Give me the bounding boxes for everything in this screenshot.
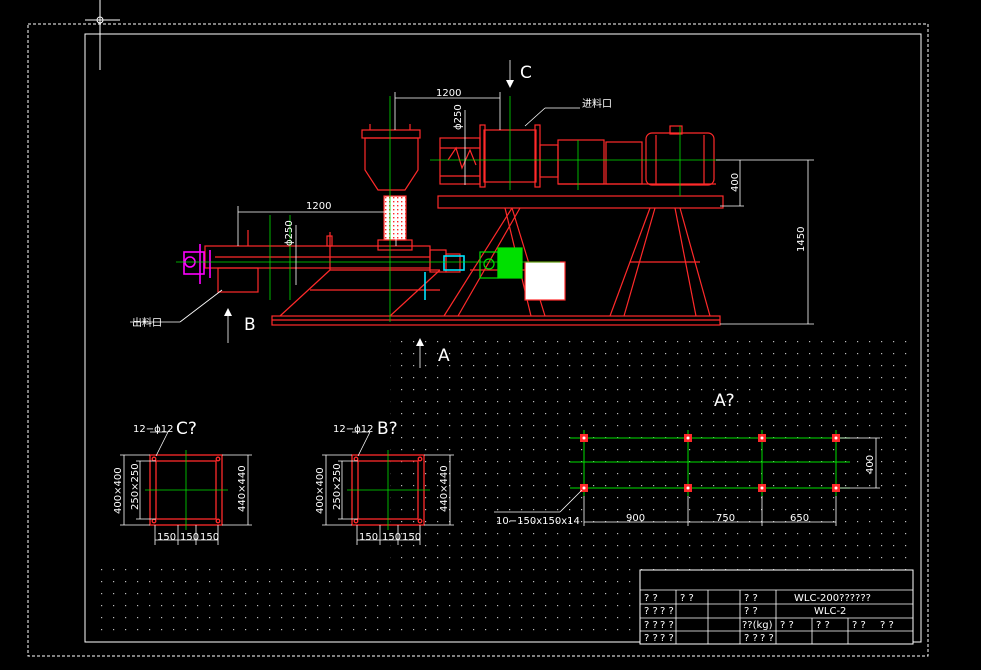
tb-r2-c: ? ? [744,606,758,617]
tb-drawing-no: WLC-2 [814,606,846,617]
tb-r4-a: ? ? [744,633,758,644]
dim-mid-dia: ϕ250 [284,220,295,246]
elevation-view: C B A 1200 ϕ250 1200 ϕ250 400 1450 进料口 出… [130,60,814,368]
arrow-heads [224,80,514,346]
view-b-b2: 150 [382,532,401,543]
view-b-inner: 250×250 [332,463,343,510]
tb-r3-a: ? ? [644,620,658,631]
view-c-title: C? [176,419,197,439]
dim-a-900: 900 [626,513,645,524]
view-b-b1: 150 [359,532,378,543]
inlet-label: 进料口 [582,97,612,110]
view-marker-b: B [244,315,256,335]
tb-r4-d: ? ? [780,620,794,631]
dim-mid-span: 1200 [306,201,331,212]
dim-top-span: 1200 [436,88,461,99]
center-lines [176,96,720,322]
dim-height-1450: 1450 [796,227,807,252]
view-b: B? 12−ϕ12 400×400 250×250 440×440 150 [315,419,454,545]
view-b-b3: 150 [402,532,421,543]
dimension-lines [130,60,814,368]
tb-r5-a: ? ? [644,633,658,644]
view-b-flange: 12−ϕ12 [333,424,373,435]
view-c-outer: 400×400 [113,467,124,514]
view-c-inner: 250×250 [130,463,141,510]
tb-r4-g: ? ? [880,620,894,631]
tb-r4-f: ? ? [852,620,866,631]
discharge-head [183,244,211,284]
flange-blue [424,255,465,300]
gear-motor [479,247,523,279]
view-c-b1: 150 [157,532,176,543]
view-b-title: B? [377,419,398,439]
base-frame [271,195,724,326]
tb-r1-a: ? ? [644,593,658,604]
feed-hopper [361,124,421,251]
dim-height-400: 400 [730,173,741,192]
upper-conveyor [439,124,716,188]
tb-r2-a: ? ? [644,606,658,617]
view-a-title: A? [714,391,735,411]
lower-conveyor [204,230,566,301]
view-b-right: 440×440 [439,465,450,512]
dim-a-750: 750 [716,513,735,524]
tb-r4-b: ? ? [760,633,774,644]
dim-top-dia: ϕ250 [453,104,464,130]
dim-a-400: 400 [865,455,876,474]
view-c-b2: 150 [180,532,199,543]
dim-a-650: 650 [790,513,809,524]
outlet-label: 出料口 [132,316,162,329]
tb-model: WLC-200?????? [794,593,871,604]
view-c-right: 440×440 [237,465,248,512]
grid-dots-left [100,560,390,640]
title-block: ? ? ? ? WLC-200?????? ? ? ? ? ? ? WLC-2 … [639,569,914,645]
view-b-outer: 400×400 [315,467,326,514]
view-c-flange: 12−ϕ12 [133,424,173,435]
tb-r3-b: ? ? [660,620,674,631]
dim-a-plate: 10−150x150x14 [496,516,580,527]
view-a: A? [494,391,880,527]
tb-r2-b: ? ? [660,606,674,617]
tb-r4-e: ? ? [816,620,830,631]
view-c: C? 12−ϕ12 400×400 250×250 440×440 150 [113,419,252,545]
tb-r1-b: ? ? [744,593,758,604]
tb-weight: ??(kg) [742,620,773,631]
drawing-frame [27,0,929,657]
tb-r5-b: ? ? [660,633,674,644]
view-marker-a: A [438,346,450,366]
view-marker-c: C [520,63,532,83]
tb-r3-c: ? ? [680,593,694,604]
view-c-b3: 150 [200,532,219,543]
